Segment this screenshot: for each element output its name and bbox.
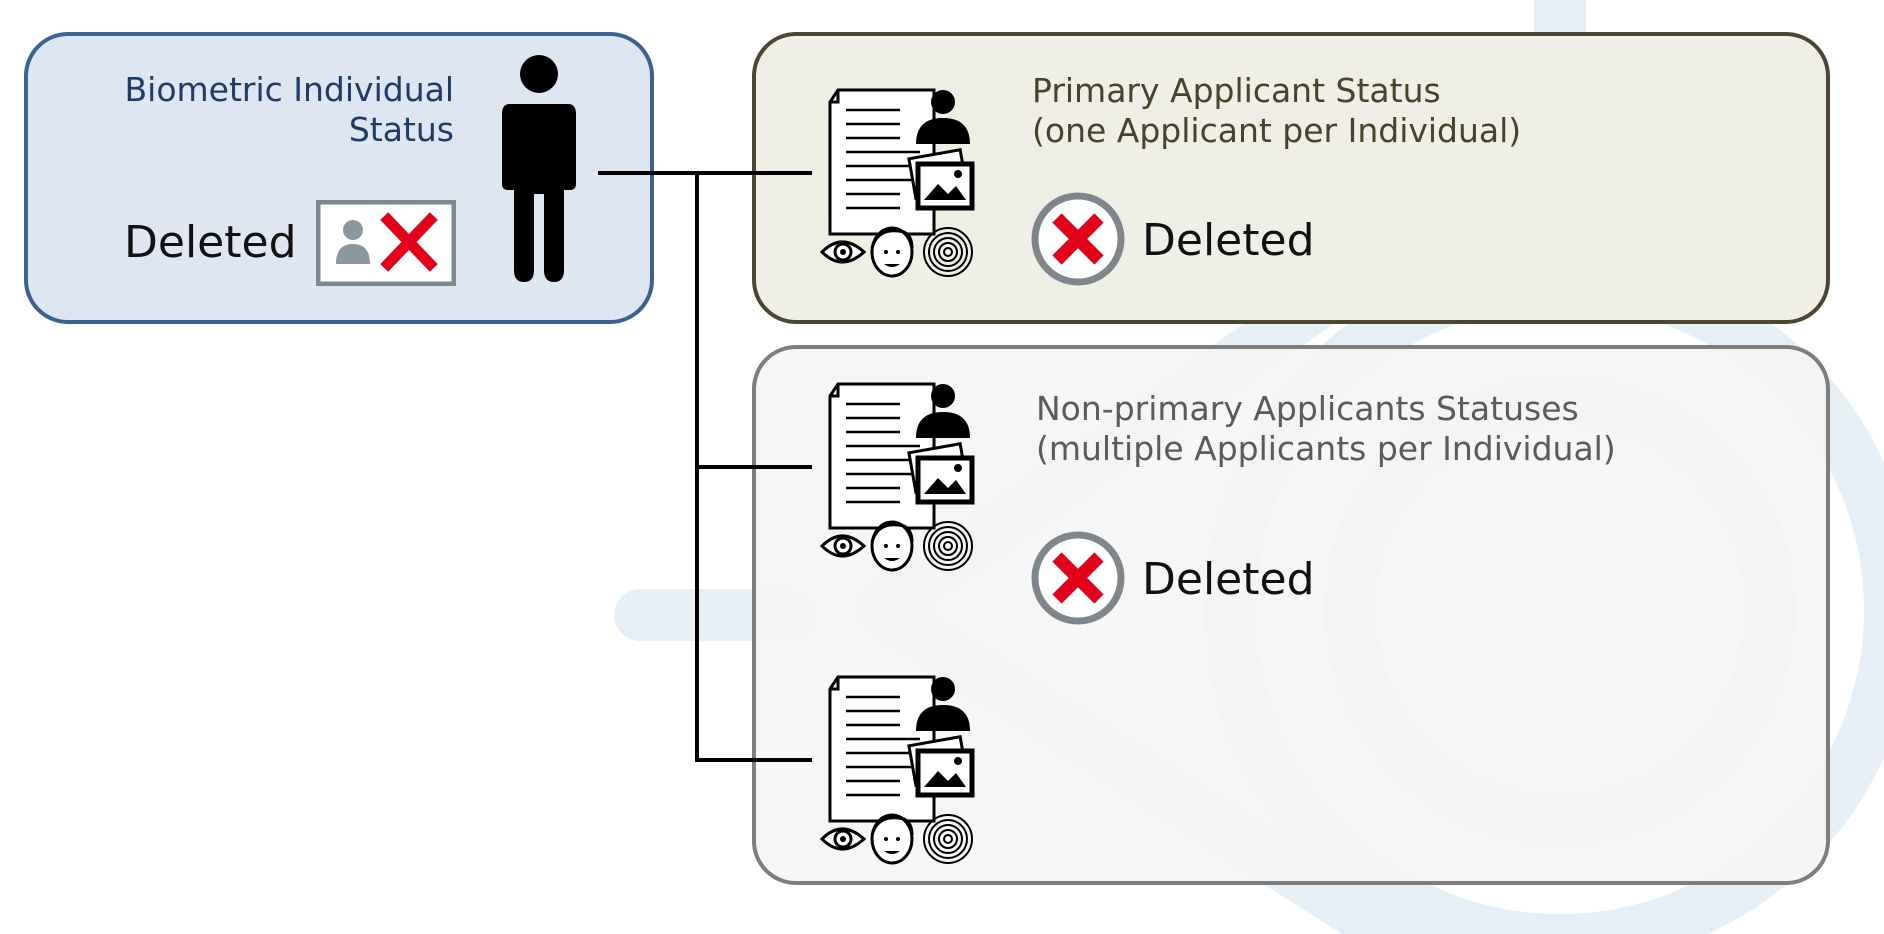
- applicant-record-icon: [820, 673, 980, 865]
- applicant-record-icon: [820, 380, 980, 572]
- person-icon: [502, 55, 576, 282]
- primary-title: Primary Applicant Status (one Applicant …: [1032, 71, 1522, 150]
- primary-state: Deleted: [1142, 215, 1315, 266]
- person-card-deleted-icon: [316, 200, 456, 286]
- individual-state: Deleted: [124, 217, 297, 268]
- applicant-record-icon: [820, 86, 980, 278]
- deleted-x-circle-icon: [1031, 531, 1125, 625]
- deleted-x-circle-icon: [1031, 192, 1125, 286]
- individual-title: Biometric Individual Status: [124, 70, 454, 149]
- nonprimary-title: Non-primary Applicants Statuses (multipl…: [1036, 389, 1616, 468]
- nonprimary-state: Deleted: [1142, 554, 1315, 605]
